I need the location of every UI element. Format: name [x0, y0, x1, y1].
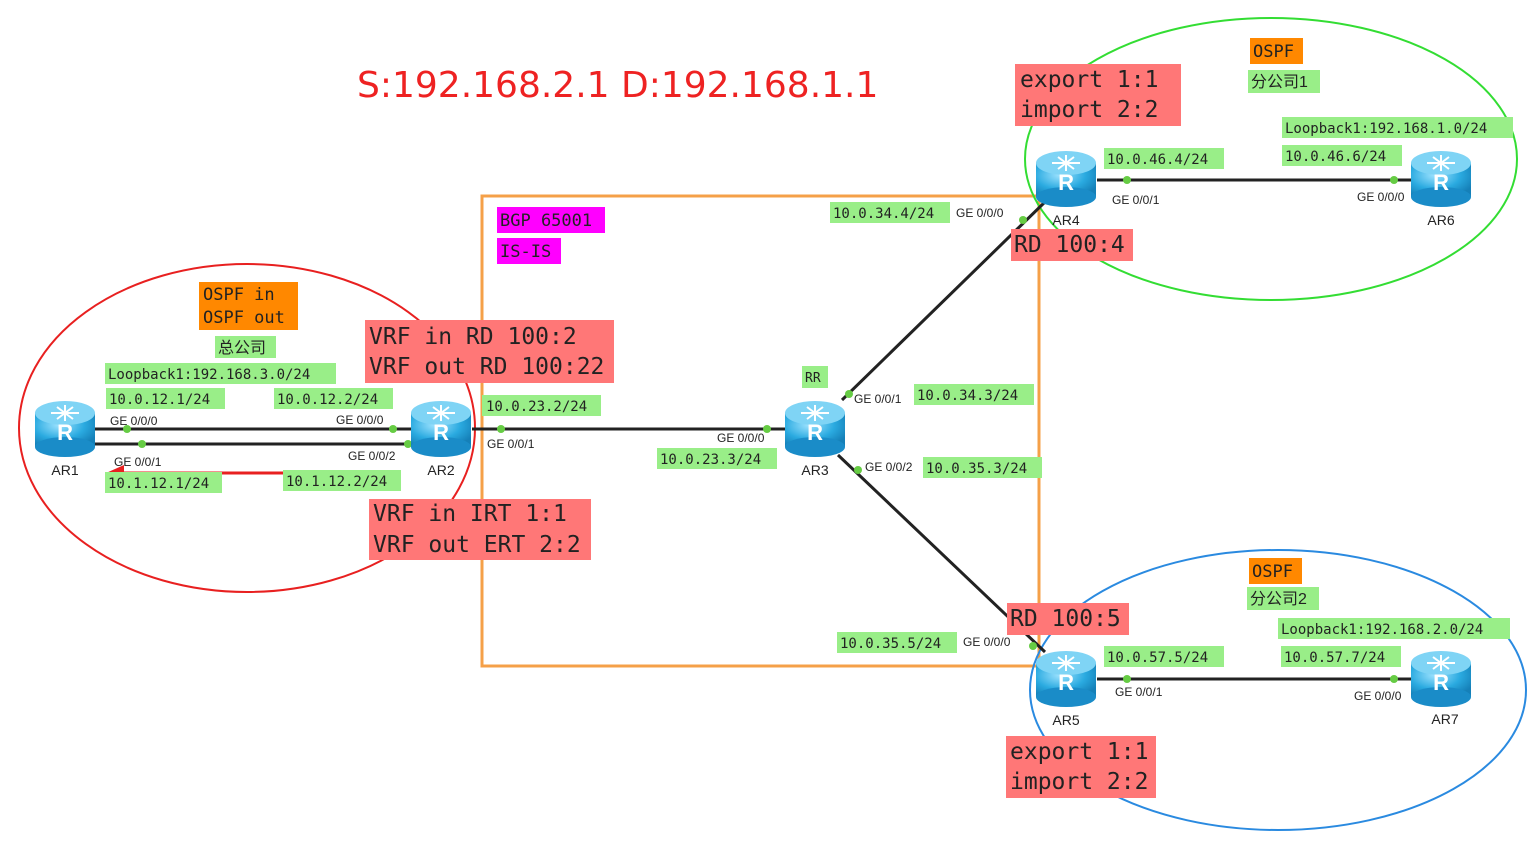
hq-ospf-in-label: OSPF in: [203, 285, 275, 305]
router-ar4-label: AR4: [1052, 212, 1079, 228]
router-ar5-label: AR5: [1052, 712, 1079, 728]
ar3-ge002-ip-label: 10.0.35.3/24: [926, 461, 1027, 477]
router-ar3-icon[interactable]: [784, 400, 846, 458]
ar3-ge001-ip-label: 10.0.34.3/24: [917, 388, 1018, 404]
router-ar3-label: AR3: [801, 462, 828, 478]
branch1-ospf-label: OSPF: [1253, 42, 1294, 62]
isis-label: IS-IS: [500, 242, 551, 262]
router-ar2-icon[interactable]: [410, 400, 472, 458]
branch1-loopback-label: Loopback1:192.168.1.0/24: [1285, 121, 1487, 137]
ar2-ge001-ip-label: 10.0.23.2/24: [486, 399, 587, 415]
branch2-ospf-circle: [1029, 549, 1527, 831]
hq-name-label: 总公司: [218, 339, 266, 357]
ar6-ge000-ip-label: 10.0.46.6/24: [1285, 149, 1386, 165]
ar5-ge001-ip-label: 10.0.57.5/24: [1107, 650, 1208, 666]
branch2-loopback-label: Loopback1:192.168.2.0/24: [1281, 622, 1483, 638]
ar3-ge002-port-label: GE 0/0/2: [865, 460, 913, 474]
ar2-vrf-out-rd-label: VRF out RD 100:22: [369, 354, 604, 380]
ar4-rd-label: RD 100:4: [1014, 232, 1125, 258]
ar2-ge000-ip-label: 10.0.12.2/24: [277, 392, 378, 408]
ar5-ge000-ip-label: 10.0.35.5/24: [840, 636, 941, 652]
bgp-as-box: [480, 194, 1041, 668]
ar1-ge000-port-label: GE 0/0/0: [110, 414, 158, 428]
router-ar4-icon[interactable]: [1035, 150, 1097, 208]
router-ar6-label: AR6: [1427, 212, 1454, 228]
router-ar1-label: AR1: [51, 462, 78, 478]
ar2-ge002-ip-label: 10.1.12.2/24: [286, 474, 387, 490]
ar4-ge000-ip-label: 10.0.34.4/24: [833, 206, 934, 222]
ar5-export-label: export 1:1: [1010, 739, 1148, 765]
ar4-ge001-port-label: GE 0/0/1: [1112, 193, 1160, 207]
branch1-ospf-circle: [1024, 17, 1518, 301]
ar1-ge001-ip-label: 10.1.12.1/24: [108, 476, 209, 492]
ar4-ge001-ip-label: 10.0.46.4/24: [1107, 152, 1208, 168]
ar3-ge000-ip-label: 10.0.23.3/24: [660, 452, 761, 468]
branch1-name-label: 分公司1: [1251, 73, 1308, 91]
ar1-ge000-ip-label: 10.0.12.1/24: [109, 392, 210, 408]
bgp-label: BGP 65001: [500, 211, 592, 231]
router-ar1-icon[interactable]: [34, 400, 96, 458]
ar3-rr-label: RR: [805, 371, 821, 386]
ar5-import-label: import 2:2: [1010, 769, 1148, 795]
ar1-ge001-port-label: GE 0/0/1: [114, 455, 162, 469]
router-ar7-icon[interactable]: [1410, 650, 1472, 708]
ar7-ge000-port-label: GE 0/0/0: [1354, 689, 1402, 703]
ar5-ge000-port-label: GE 0/0/0: [963, 635, 1011, 649]
hq-ospf-out-label: OSPF out: [203, 308, 285, 328]
ar5-rd-label: RD 100:5: [1010, 606, 1121, 632]
router-ar5-icon[interactable]: [1035, 650, 1097, 708]
router-ar2-label: AR2: [427, 462, 454, 478]
hq-loopback-label: Loopback1:192.168.3.0/24: [108, 367, 310, 383]
ar4-import-label: import 2:2: [1020, 97, 1158, 123]
ar4-ge000-port-label: GE 0/0/0: [956, 206, 1004, 220]
ar4-export-label: export 1:1: [1020, 67, 1158, 93]
router-ar7-label: AR7: [1431, 711, 1458, 727]
ar7-ge000-ip-label: 10.0.57.7/24: [1284, 650, 1385, 666]
ar2-vrf-out-ert-label: VRF out ERT 2:2: [373, 532, 581, 558]
router-ar6-icon[interactable]: [1410, 150, 1472, 208]
branch2-ospf-label: OSPF: [1252, 562, 1293, 582]
ar2-ge001-port-label: GE 0/0/1: [487, 437, 535, 451]
ar3-ge000-port-label: GE 0/0/0: [717, 431, 765, 445]
ar2-ge002-port-label: GE 0/0/2: [348, 449, 396, 463]
flow-title: S:192.168.2.1 D:192.168.1.1: [357, 65, 878, 106]
ar6-ge000-port-label: GE 0/0/0: [1357, 190, 1405, 204]
ar3-ge001-port-label: GE 0/0/1: [854, 392, 902, 406]
ar2-ge000-port-label: GE 0/0/0: [336, 413, 384, 427]
branch2-name-label: 分公司2: [1250, 590, 1307, 608]
ar2-vrf-in-irt-label: VRF in IRT 1:1: [373, 501, 567, 527]
ar2-vrf-in-rd-label: VRF in RD 100:2: [369, 324, 577, 350]
ar5-ge001-port-label: GE 0/0/1: [1115, 685, 1163, 699]
